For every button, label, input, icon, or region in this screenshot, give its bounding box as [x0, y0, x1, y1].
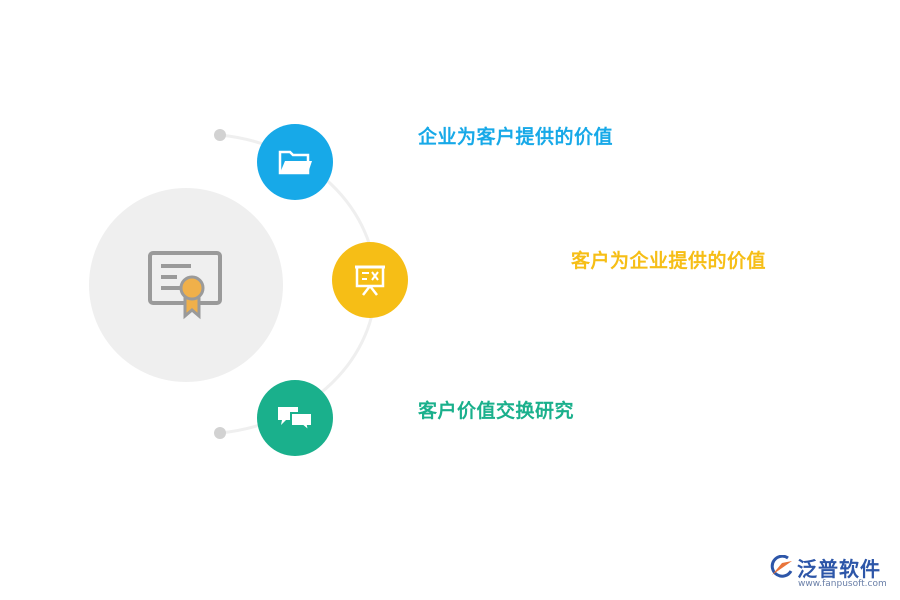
center-hub — [89, 188, 283, 382]
folder-icon — [278, 150, 312, 175]
certificate-icon — [148, 251, 222, 320]
item-label-2: 客户为企业提供的价值 — [571, 250, 767, 272]
brand-logo: 泛普软件 www.fanpusoft.com — [768, 553, 893, 595]
chat-bubbles-icon — [278, 407, 313, 434]
presentation-node — [332, 242, 408, 318]
chat-node — [257, 380, 333, 456]
brand-url: www.fanpusoft.com — [798, 579, 887, 589]
arc-end-dot-top — [214, 129, 226, 141]
item-label-1: 企业为客户提供的价值 — [418, 126, 614, 148]
brand-name: 泛普软件 — [797, 557, 881, 581]
arc-end-dot-bottom — [214, 427, 226, 439]
brand-logo-icon — [770, 555, 793, 578]
presentation-board-icon — [355, 265, 385, 296]
item-label-3: 客户价值交换研究 — [418, 400, 575, 422]
folder-node — [257, 124, 333, 200]
